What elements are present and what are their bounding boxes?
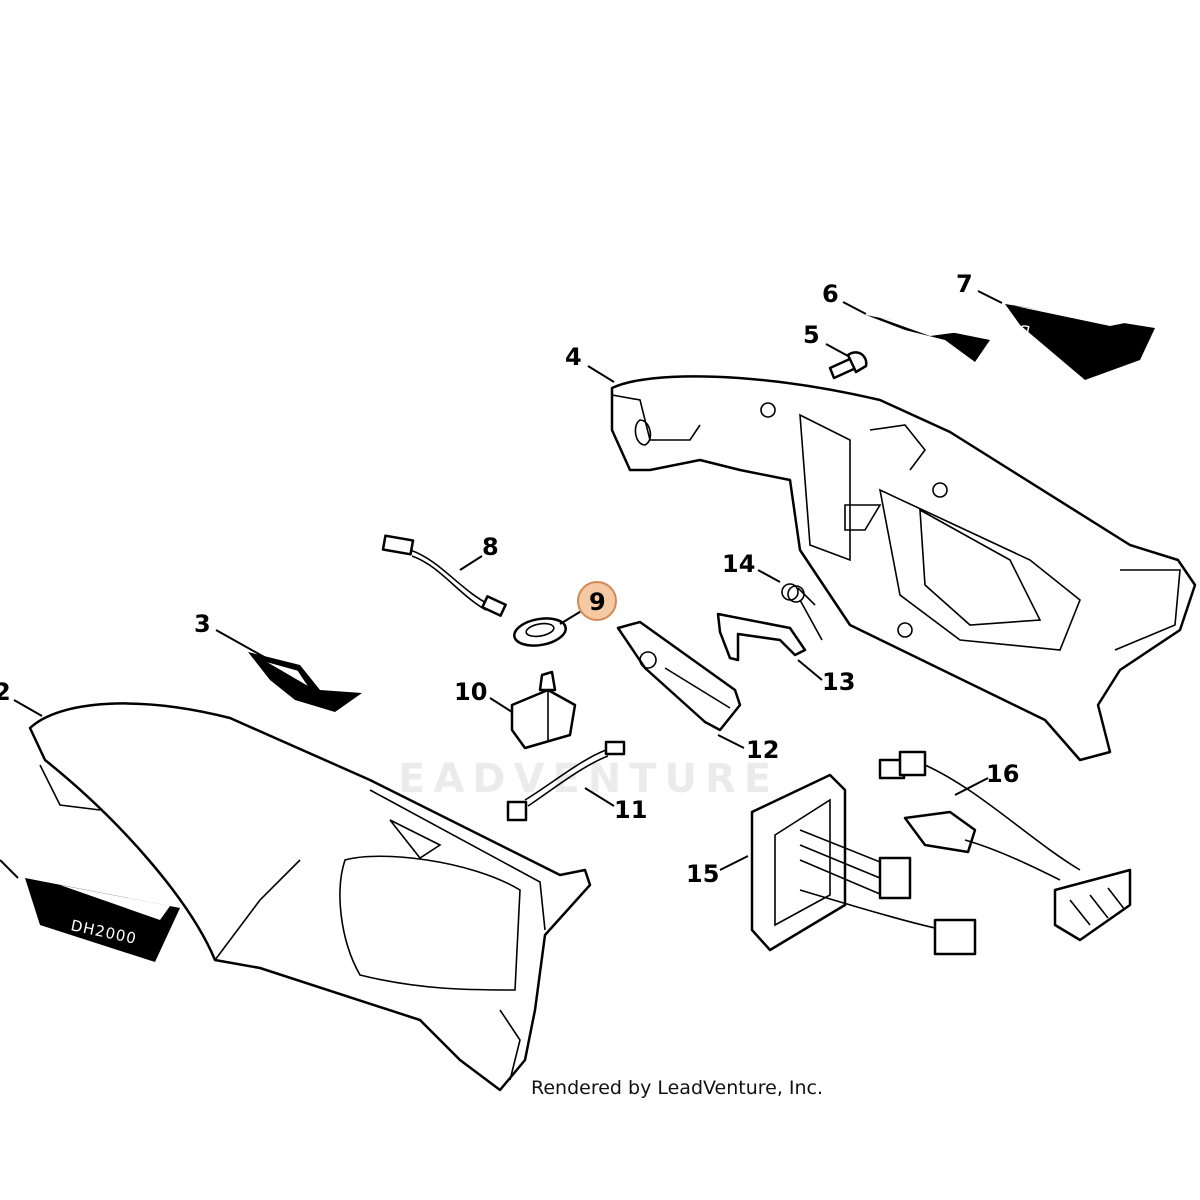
callout-14[interactable]: 14 bbox=[722, 550, 755, 578]
part-4-handle-housing-right[interactable] bbox=[610, 375, 1197, 762]
render-credit: Rendered by LeadVenture, Inc. bbox=[531, 1077, 823, 1099]
part-8-wire-harness[interactable] bbox=[381, 534, 507, 617]
decal-dh2000[interactable]: DH2000 bbox=[25, 878, 180, 962]
callout-labels: 2 3 4 5 6 7 8 9 10 11 12 13 14 15 16 bbox=[0, 270, 1019, 888]
callout-15[interactable]: 15 bbox=[686, 860, 719, 888]
callout-2[interactable]: 2 bbox=[0, 678, 11, 706]
part-16-wire-harness[interactable] bbox=[878, 750, 1132, 942]
callout-8[interactable]: 8 bbox=[482, 533, 499, 561]
callout-13[interactable]: 13 bbox=[822, 668, 855, 696]
part-12-trigger[interactable] bbox=[616, 620, 742, 732]
callout-11[interactable]: 11 bbox=[614, 796, 647, 824]
decal-dh5000[interactable]: DH5000 bbox=[963, 304, 1155, 380]
callout-7[interactable]: 7 bbox=[956, 270, 973, 298]
part-3-decal[interactable] bbox=[248, 652, 362, 712]
part-15-circuit-board[interactable] bbox=[750, 773, 977, 956]
callout-16[interactable]: 16 bbox=[986, 760, 1019, 788]
callout-leaders bbox=[0, 290, 1003, 879]
callout-12[interactable]: 12 bbox=[746, 736, 779, 764]
part-11-wire[interactable] bbox=[506, 740, 626, 822]
part-9-grommet[interactable] bbox=[512, 615, 568, 650]
part-5-screw[interactable] bbox=[828, 351, 868, 380]
callout-3[interactable]: 3 bbox=[194, 610, 211, 638]
callout-10[interactable]: 10 bbox=[454, 678, 487, 706]
part-2-handle-housing-left[interactable] bbox=[28, 702, 592, 1092]
part-10-switch[interactable] bbox=[510, 670, 577, 750]
part-13-lever[interactable] bbox=[716, 612, 807, 662]
part-6-decal[interactable] bbox=[866, 315, 990, 362]
callout-5[interactable]: 5 bbox=[803, 321, 820, 349]
callout-9-highlight bbox=[577, 581, 617, 621]
watermark-text: EADVENTURE bbox=[398, 756, 779, 802]
callout-9[interactable]: 9 bbox=[589, 588, 606, 616]
callout-6[interactable]: 6 bbox=[822, 280, 839, 308]
callout-4[interactable]: 4 bbox=[565, 343, 582, 371]
part-14-spring[interactable] bbox=[781, 583, 823, 641]
